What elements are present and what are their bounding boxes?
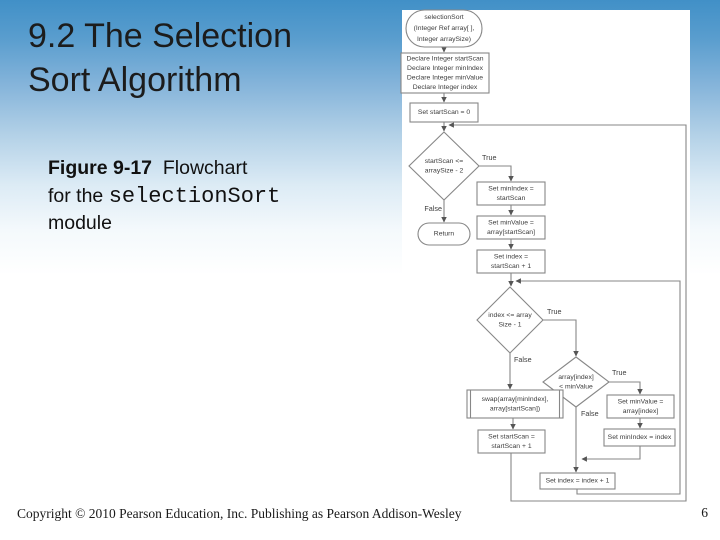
flow-node-text: swap(array[minIndex], — [482, 396, 549, 403]
flow-node-text: startScan — [497, 195, 526, 202]
flow-node-set-minvalue: Set minValue = array[startScan] — [476, 215, 546, 240]
figure-label: Figure 9-17 — [48, 157, 153, 179]
flow-node-text: Set startScan = 0 — [418, 109, 471, 116]
flow-branch-label-true: True — [482, 153, 497, 162]
flow-node-text: startScan <= — [425, 158, 464, 165]
flow-edge-outer-loopback — [448, 122, 687, 502]
flow-node-text: Return — [434, 231, 455, 238]
caption-code-text: selectionSort — [108, 183, 281, 209]
caption-line-2: for the selectionSort — [48, 183, 281, 209]
flow-node-inc-index: Set index = index + 1 — [539, 472, 616, 490]
flow-node-text: Declare Integer startScan — [406, 55, 483, 62]
flow-branch-label-false: False — [581, 409, 599, 418]
caption-line-3: module — [48, 212, 112, 234]
flow-node-text: arraySize - 2 — [425, 167, 464, 174]
flow-node-inc-startscan: Set startScan = startScan + 1 — [477, 429, 546, 454]
slide-title: 9.2 The Selection Sort Algorithm — [28, 17, 292, 99]
flow-node-text: array[index] — [558, 374, 594, 381]
flow-node-text: startScan + 1 — [491, 263, 531, 270]
flow-node-set-minvalue-index: Set minValue = array[index] — [606, 394, 675, 419]
flow-node-start: selectionSort (Integer Ref array[ ], Integ… — [405, 9, 483, 48]
caption-line-1: Figure 9-17 Flowchart — [48, 155, 378, 183]
flow-branch-label-false: False — [514, 355, 532, 364]
flow-node-text: Set minValue = — [488, 219, 534, 226]
flow-node-text: < minValue — [559, 383, 593, 390]
flow-node-swap-call: swap(array[minIndex], array[startScan]) — [466, 389, 564, 419]
flow-node-text: (Integer Ref array[ ], — [414, 25, 475, 32]
flow-node-text: Set startScan = — [488, 433, 535, 440]
flow-branch-label-false: False — [424, 204, 442, 213]
flow-node-set-minindex-index: Set minIndex = index — [603, 428, 676, 447]
page-number: 6 — [701, 505, 708, 520]
copyright-text: Copyright © 2010 Pearson Education, Inc.… — [17, 506, 462, 521]
flow-node-text: selectionSort — [424, 14, 463, 21]
flow-branch-label-true: True — [612, 368, 627, 377]
flow-edge-outer-true — [479, 165, 514, 182]
flow-node-set-minindex: Set minIndex = startScan — [476, 181, 546, 206]
figure-caption: Figure 9-17 Flowchart for the selectionS… — [48, 155, 378, 238]
flow-node-text: Set minIndex = — [488, 185, 534, 192]
flow-node-text: startScan + 1 — [491, 443, 531, 450]
flow-node-text: Set minValue = — [618, 398, 664, 405]
flow-edge-minindexidx-join — [581, 446, 641, 462]
flow-node-text: array[index] — [623, 408, 659, 415]
flow-node-text: Set index = — [494, 253, 528, 260]
flow-node-text: array[startScan] — [487, 229, 535, 236]
flow-branch-label-true: True — [547, 307, 562, 316]
flow-edge-inner-true — [543, 319, 579, 357]
flow-edge-inner-loopback — [515, 278, 681, 495]
flow-node-return: Return — [417, 222, 471, 246]
flow-node-text: Integer arraySize) — [417, 36, 471, 43]
flow-node-text: Declare Integer index — [413, 84, 478, 91]
flow-node-decision-outer-loop: startScan <= arraySize - 2 — [408, 131, 480, 201]
flow-node-text: Declare Integer minValue — [407, 74, 483, 81]
flow-node-text: Size - 1 — [498, 321, 521, 328]
flow-node-text: Declare Integer minIndex — [407, 65, 484, 72]
flow-node-text: array[startScan]) — [490, 405, 540, 412]
flow-node-text: Set index = index + 1 — [546, 478, 610, 485]
flow-node-init-startscan: Set startScan = 0 — [409, 102, 479, 123]
caption-text: Flowchart — [152, 157, 248, 179]
flow-node-decision-inner-loop: index <= arraySize - 1 — [476, 286, 544, 354]
flow-edge-compare-true — [609, 381, 643, 395]
flow-node-text: Set minIndex = index — [608, 434, 672, 441]
flow-node-set-index: Set index = startScan + 1 — [476, 249, 546, 274]
flow-node-text: index <= array — [488, 312, 532, 319]
